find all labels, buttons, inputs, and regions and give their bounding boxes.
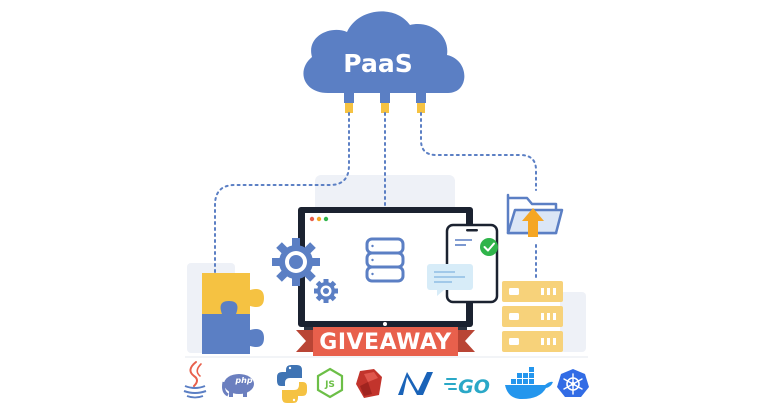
background-panel <box>560 292 586 352</box>
go-logo-text: GO <box>458 376 490 398</box>
chat-bubble-icon <box>427 264 473 296</box>
window-dot-yellow <box>316 216 322 222</box>
gear-icon <box>314 279 338 303</box>
php-logo-text: php <box>234 376 252 385</box>
server-icon <box>502 281 563 352</box>
tech-logos-row: php JS GO <box>183 361 589 403</box>
check-icon <box>480 238 498 256</box>
php-logo: php <box>222 374 254 397</box>
background-panel <box>315 175 455 215</box>
puzzle-icon <box>202 273 264 354</box>
database-icon <box>365 237 405 283</box>
gear-icon <box>272 238 320 286</box>
smartphone-icon <box>445 223 499 304</box>
kubernetes-logo <box>557 369 589 397</box>
window-dot-red <box>309 216 315 222</box>
connection-lines <box>214 112 537 279</box>
cloud-label: PaaS <box>343 49 412 78</box>
giveaway-banner: GIVEAWAY <box>296 327 475 356</box>
window-dot-green <box>323 216 329 222</box>
dotnet-logo <box>398 372 433 395</box>
cloud-connectors <box>344 93 426 113</box>
ruby-logo <box>356 369 382 398</box>
go-logo: GO <box>444 376 490 398</box>
cloud-icon: PaaS <box>303 11 465 93</box>
java-logo <box>183 361 207 399</box>
docker-logo <box>505 367 553 399</box>
nodejs-logo: JS <box>316 367 344 399</box>
nodejs-logo-text: JS <box>324 380 335 390</box>
giveaway-label: GIVEAWAY <box>319 330 452 355</box>
monitor-button <box>383 322 387 326</box>
python-logo <box>277 365 307 403</box>
upload-arrow-icon <box>522 208 544 237</box>
